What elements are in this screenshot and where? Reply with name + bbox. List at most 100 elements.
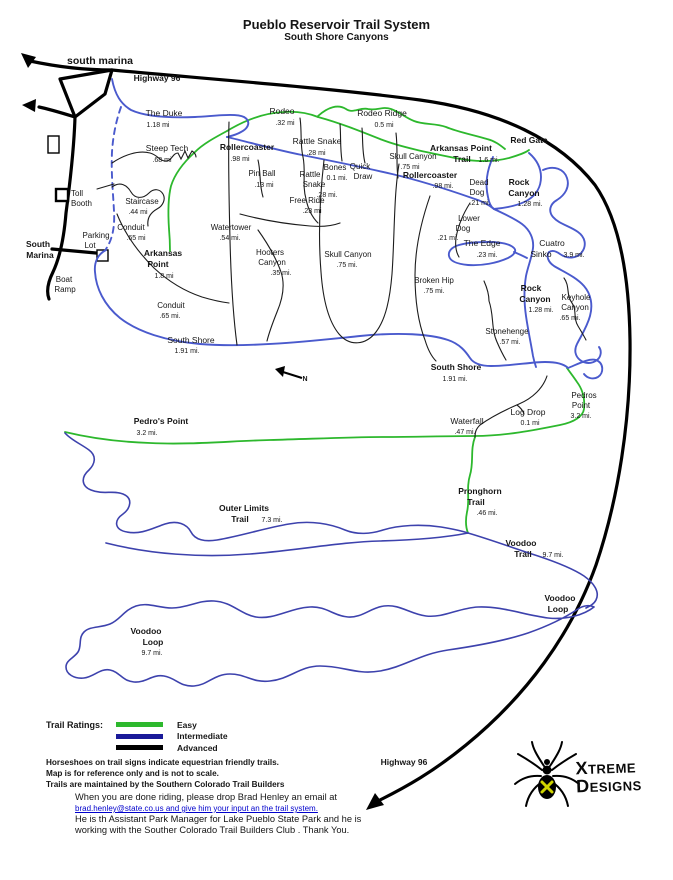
map-label-the-edge: The Edge [464,238,501,248]
map-label-cuatro-2: Sinko [530,249,552,259]
xtreme-designs-logo: Xtreme Designs [514,741,642,807]
trail-outer-limits-path [64,432,469,542]
map-label-free-ride: Free Ride [289,196,325,205]
map-label-pronghorn-mi: .46 mi. [476,510,497,517]
trail-toll-connector-path [96,183,115,190]
logo-word-xtreme: Xtreme [575,756,636,778]
map-label-arkansas-pt-trail-1: Arkansas Point [430,143,492,153]
map-label-toll-booth-1: Toll [71,189,83,198]
map-label-rock-canyon-s-mi: 1.28 mi. [529,307,554,314]
north-arrow-head [275,366,285,377]
map-label-south-marina: south marina [67,55,133,67]
map-label-keyhole-1: Keyhole [562,293,591,302]
map-label-the-edge-mi: .23 mi. [476,252,497,259]
trail-rock-canyon-south-path [493,208,537,368]
trail-arkansas-point-spur-path [167,130,228,252]
map-label-hooters-2: Canyon [258,258,286,267]
trail-broken-hip-path [414,195,437,362]
map-label-rollercoaster-w-mi: .98 mi [230,156,250,163]
road-arrow-highway-south [366,793,384,810]
map-label-steep-tech-mi: .68 mi [152,157,172,164]
map-label-stonehenge-mi: .57 mi. [499,339,520,346]
map-label-rattle-snake-n-mi: .28 mi [306,150,326,157]
road-arrow-northwest [21,53,36,68]
map-label-arkansas-point-mi: 1.8 mi [154,273,174,280]
legend-swatch-advanced [116,745,163,751]
trail-voodoo-loop-path [65,600,595,687]
trail-quick-draw-path [361,127,366,164]
legend-note-reference: Map is for reference only and is not to … [46,768,219,778]
map-label-parking-2: Lot [84,241,96,250]
map-label-rollercoaster-e-mi: .98 mi. [432,183,453,190]
map-label-voodoo-trail-1: Voodoo [506,538,537,548]
road-marina-spur [50,247,98,255]
trail-voodoo-trail-path [467,532,599,609]
map-label-conduit-n-mi: .65 mi [126,235,146,242]
footer-line-3: He is th Assistant Park Manager for Lake… [75,814,362,824]
map-label-dead-dog-2: Dog [470,188,485,197]
map-label-dead-dog-mi: .21 mi. [469,200,490,207]
map-label-outer-limits-2: Trail [231,514,248,524]
trail-hooters-canyon-path [257,229,284,342]
email-link[interactable]: brad.henley@state.co.us and give him you… [75,804,318,813]
map-label-pronghorn-2: Trail [467,497,484,507]
page-subtitle: South Shore Canyons [284,32,389,43]
map-label-rattle-snake-s-1: Rattle [300,170,321,179]
map-label-south-shore-w-mi: 1.91 mi. [175,348,200,355]
trail-arkansas-point-trail-path [317,116,530,162]
trail-free-ride-path [239,213,341,227]
map-label-arkansas-point-2: Point [147,259,168,269]
map-label-pedros-w-mi: 3.2 mi. [136,430,157,437]
map-label-rattle-snake-s-2: Snake [303,180,326,189]
map-label-south-shore-e: South Shore [431,362,482,372]
map-label-rodeo: Rodeo [269,106,294,116]
map-label-keyhole-mi: .65 mi. [559,315,580,322]
map-label-arkansas-point-1: Arkansas [144,248,183,258]
map-label-voodoo-loop-e-2: Loop [548,604,569,614]
map-label-hooters-1: Hooters [256,248,284,257]
map-label-rodeo-mi: .32 mi [275,120,295,127]
map-label-log-drop: Log Drop [511,407,546,417]
map-label-quick-draw-1: Quick [350,162,371,171]
map-label-log-drop-mi: 0.1 mi [520,420,540,427]
map-label-voodoo-trail-2: Trail [514,549,531,559]
map-label-arkansas-pt-trail-mi: 1.6 mi. [478,157,499,164]
legend-label-advanced: Advanced [177,742,218,753]
roads-layer [21,53,632,810]
trail-pin-ball-path [257,159,264,198]
footer-line-4: working with the Souther Colorado Trail … [75,825,350,835]
trail-rodeo-ridge-path [317,105,506,150]
map-label-watertower: Watertower [211,223,252,232]
map-label-rattle-snake-n: Rattle Snake [293,136,342,146]
map-label-pedros-mi: 3.2 mi. [570,413,591,420]
trail-pedros-point-path [64,367,586,445]
map-label-staircase-mi: .44 mi [128,209,148,216]
map-label-south-marina-lbl-2: Marina [26,250,54,260]
map-label-bones-mi: 0.1 mi. [326,175,347,182]
toll-booth-icon [54,187,70,203]
map-label-hooters-mi: .35 mi. [270,270,291,277]
map-label-skull-canyon-n-mi: .75 mi [400,164,420,171]
map-label-conduit-s-mi: .65 mi. [159,313,180,320]
map-label-rodeo-ridge-mi: 0.5 mi [374,122,394,129]
sign-box-icon [47,135,60,154]
trail-south-shore-path [93,249,569,369]
trail-skull-canyon-loop-path [319,159,400,344]
map-label-voodoo-loop-w-mi: 9.7 mi. [141,650,162,657]
map-label-rock-canyon-n-mi: 1.28 mi. [518,201,543,208]
map-label-boat-1: Boat [56,275,73,284]
legend-swatch-intermediate [116,733,163,739]
legend-notes: Horseshoes on trail signs indicate eques… [46,757,284,790]
spider-icon [514,741,580,807]
map-label-pedros-w: Pedro's Point [134,416,189,426]
map-label-the-duke: The Duke [146,108,183,118]
trail-the-edge-loop-path [447,241,517,267]
road-marina-loop [58,68,114,119]
road-highway-96 [110,68,632,802]
north-arrow [275,366,303,379]
